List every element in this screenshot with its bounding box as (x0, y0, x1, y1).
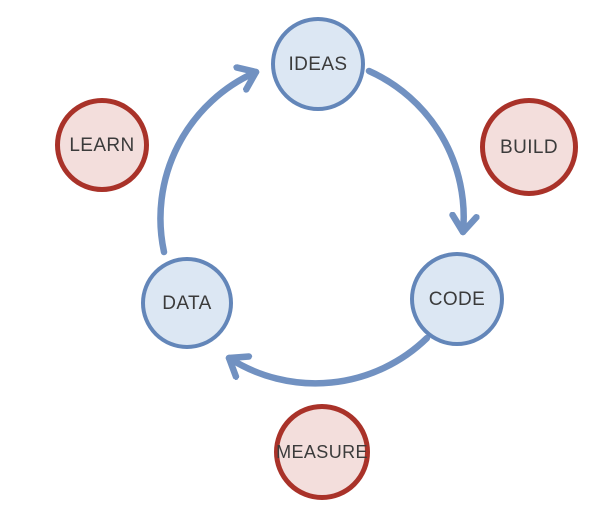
node-data-label: DATA (162, 292, 212, 314)
arrow-code-to-data (225, 334, 431, 387)
node-learn-label: LEARN (69, 134, 135, 156)
node-ideas-label: IDEAS (288, 53, 348, 75)
node-build-label: BUILD (500, 136, 558, 158)
node-build: BUILD (480, 98, 578, 196)
arrow-ideas-to-code (365, 67, 464, 236)
node-measure: MEASURE (274, 404, 370, 500)
node-learn: LEARN (55, 98, 149, 192)
node-code-label: CODE (428, 288, 486, 310)
arrow-data-to-ideas (157, 72, 260, 256)
node-measure-label: MEASURE (276, 442, 368, 462)
node-data: DATA (141, 257, 233, 349)
node-ideas: IDEAS (271, 17, 365, 111)
node-code: CODE (410, 252, 504, 346)
